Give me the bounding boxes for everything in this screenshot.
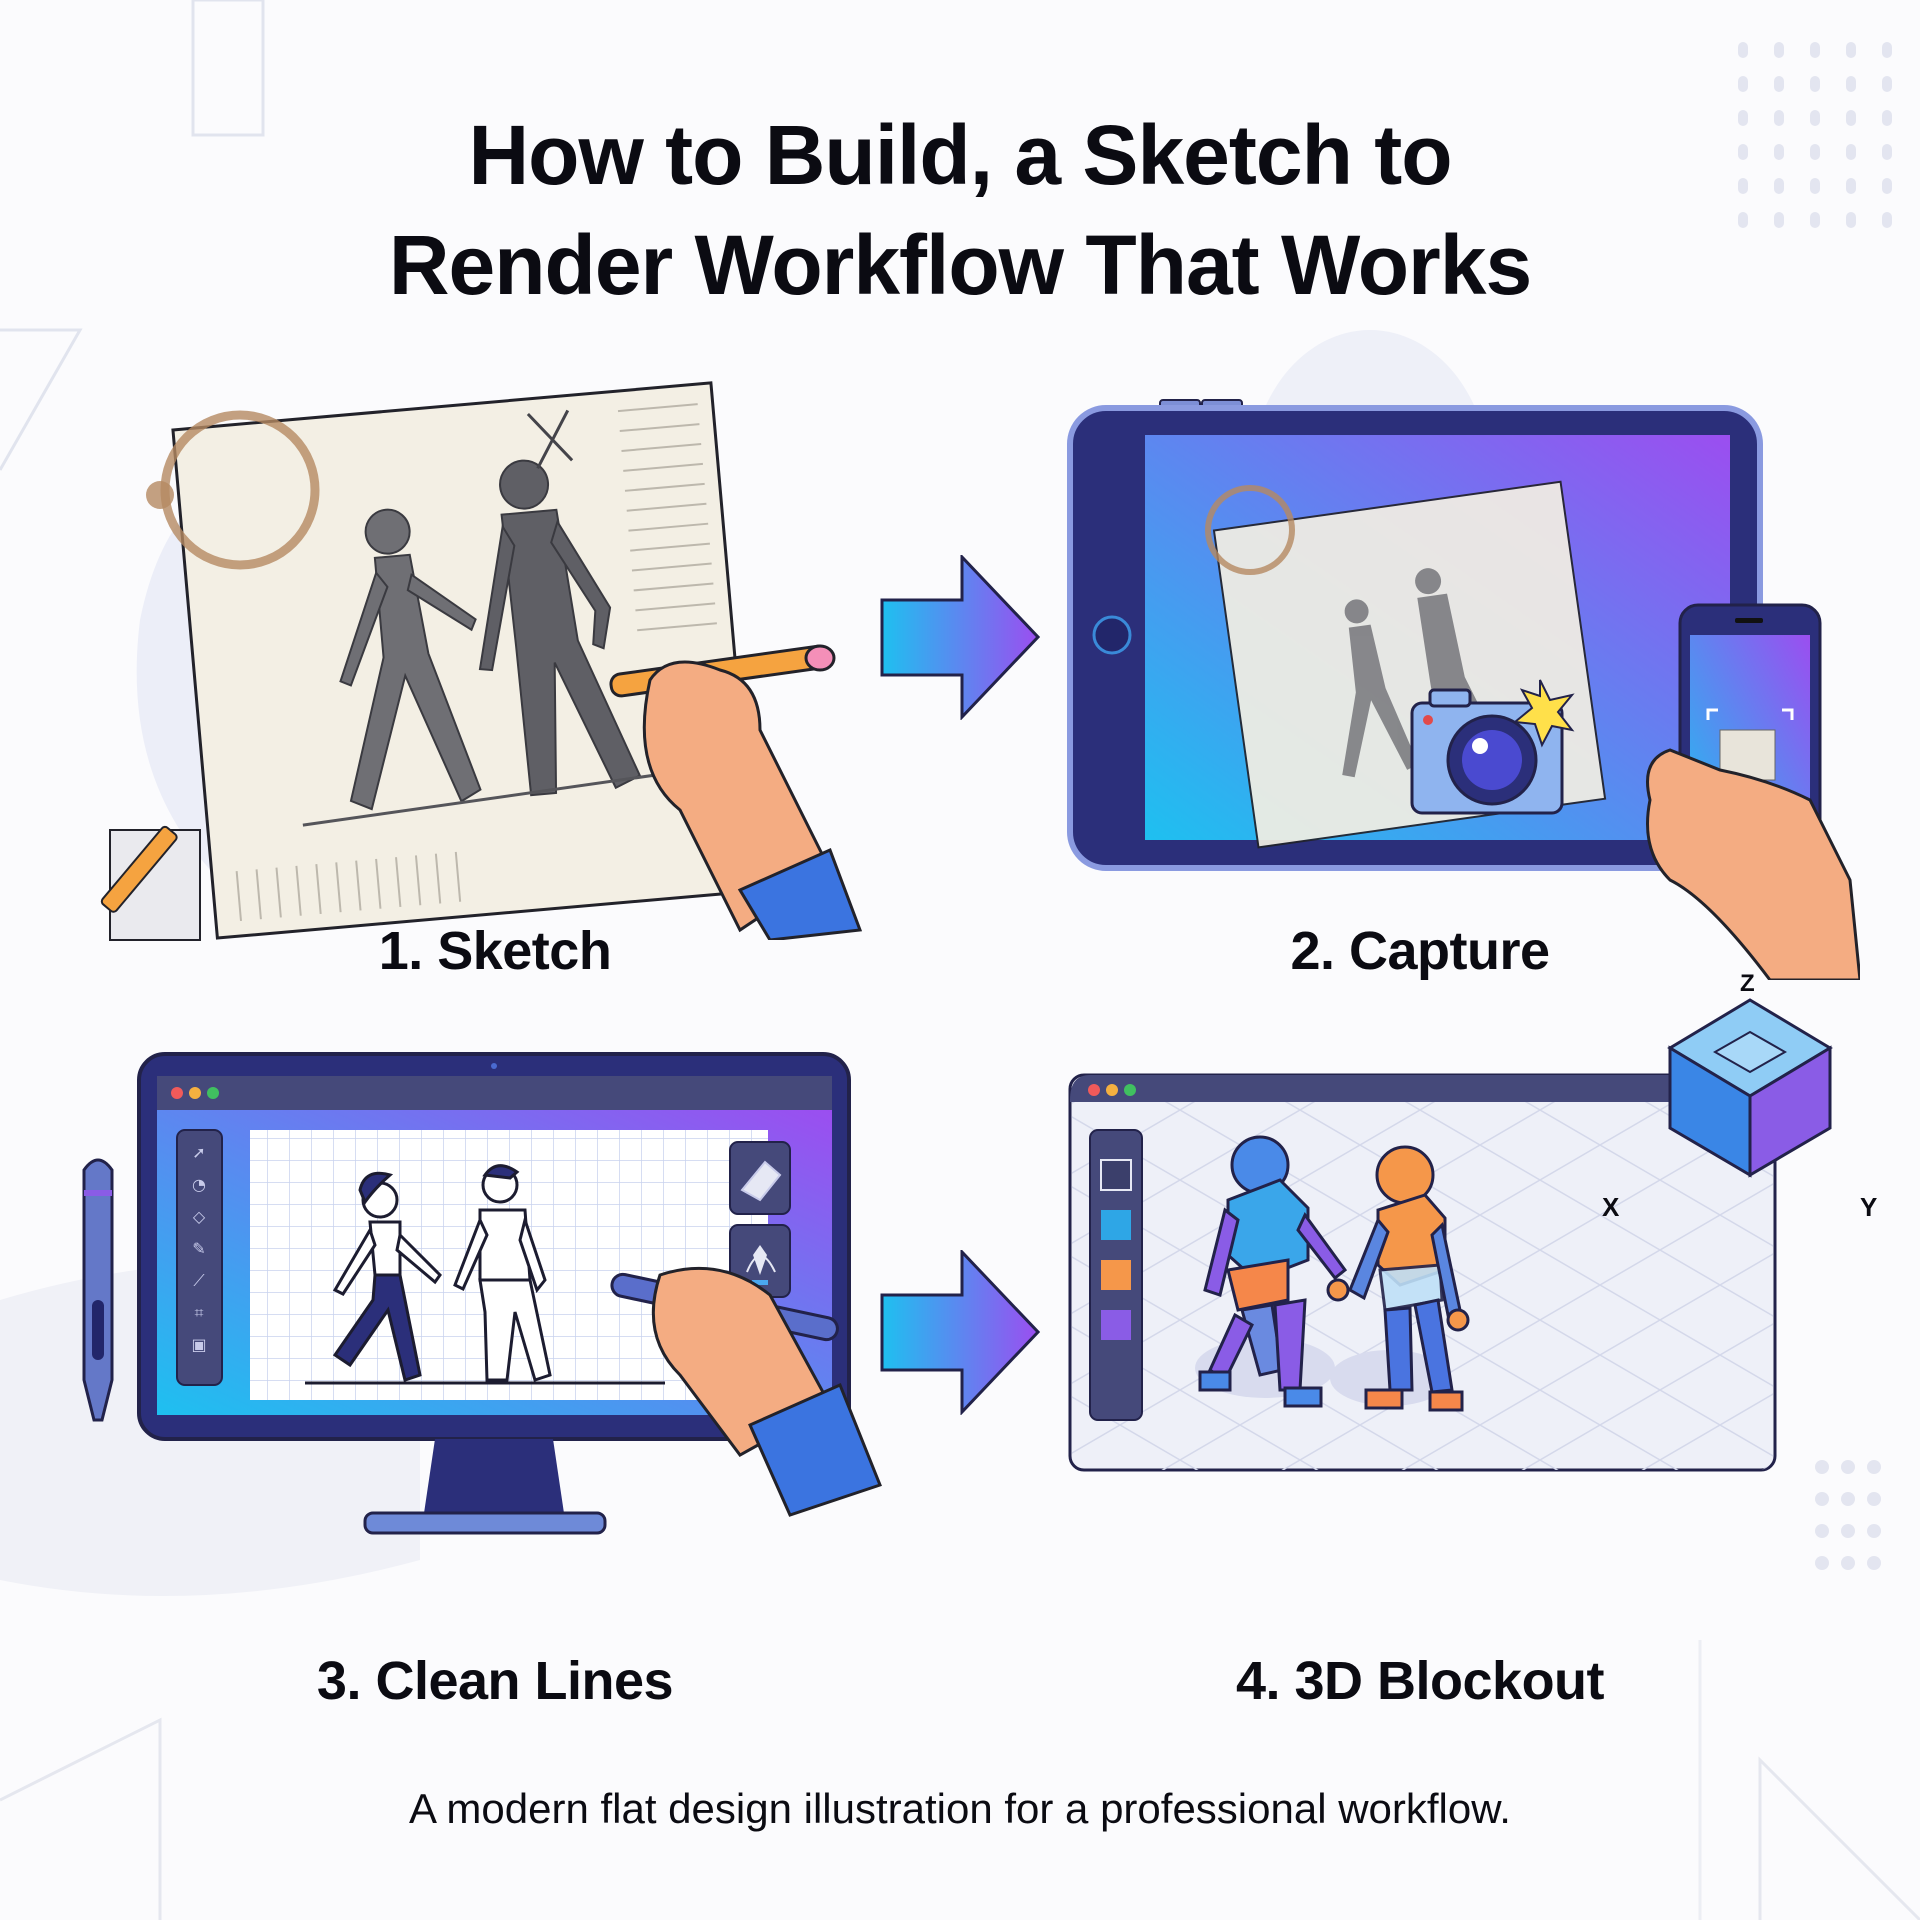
hand-stylus-icon	[610, 1266, 882, 1517]
axis-label-x: X	[1602, 1192, 1620, 1222]
sketch-paper-icon	[100, 381, 757, 941]
hand-pencil-icon	[609, 644, 863, 940]
axis-label-z: Z	[1740, 970, 1755, 997]
phone-in-hand-icon	[1646, 603, 1860, 980]
step-4-illustration: Z X Y	[1060, 970, 1920, 1490]
step-1-label: 1. Sketch	[378, 921, 612, 981]
3d-viewport-window	[1068, 1073, 1777, 1472]
title-line-2: Render Workflow That Works	[388, 218, 1532, 312]
tablet-icon	[1067, 399, 1763, 871]
step-3-illustration: ➚ ◔ ◇ ✎ ⟋ ⌗ ▣	[70, 1040, 890, 1660]
stylus-icon	[82, 1158, 114, 1422]
arrow-right-icon	[880, 555, 1040, 720]
svg-text:➚: ➚	[192, 1143, 205, 1162]
svg-text:◔: ◔	[192, 1175, 206, 1194]
axis-gizmo-cube-icon	[1667, 998, 1833, 1178]
step-2-illustration	[1060, 390, 1860, 980]
title-line-1: How to Build, a Sketch to	[468, 108, 1452, 202]
decorative-dot-grid-top	[1738, 42, 1904, 228]
step-1-illustration	[100, 370, 900, 970]
svg-text:◇: ◇	[193, 1207, 206, 1226]
svg-text:▣: ▣	[191, 1335, 206, 1354]
step-4-label: 4. 3D Blockout	[1235, 1651, 1605, 1711]
footer-caption: A modern flat design illustration for a …	[409, 1785, 1511, 1832]
svg-text:⌗: ⌗	[194, 1303, 203, 1322]
step-2-label: 2. Capture	[1290, 921, 1550, 981]
svg-text:⟋: ⟋	[193, 1271, 205, 1290]
decorative-dot-grid-bottom	[1815, 1460, 1893, 1570]
step-3-label: 3. Clean Lines	[316, 1651, 674, 1711]
svg-text:✎: ✎	[192, 1239, 205, 1258]
arrow-right-icon	[880, 1250, 1040, 1415]
page-title: How to Build, a Sketch to Render Workflo…	[0, 100, 1920, 320]
axis-label-y: Y	[1860, 1192, 1878, 1222]
monitor-stand-base	[363, 1511, 607, 1535]
